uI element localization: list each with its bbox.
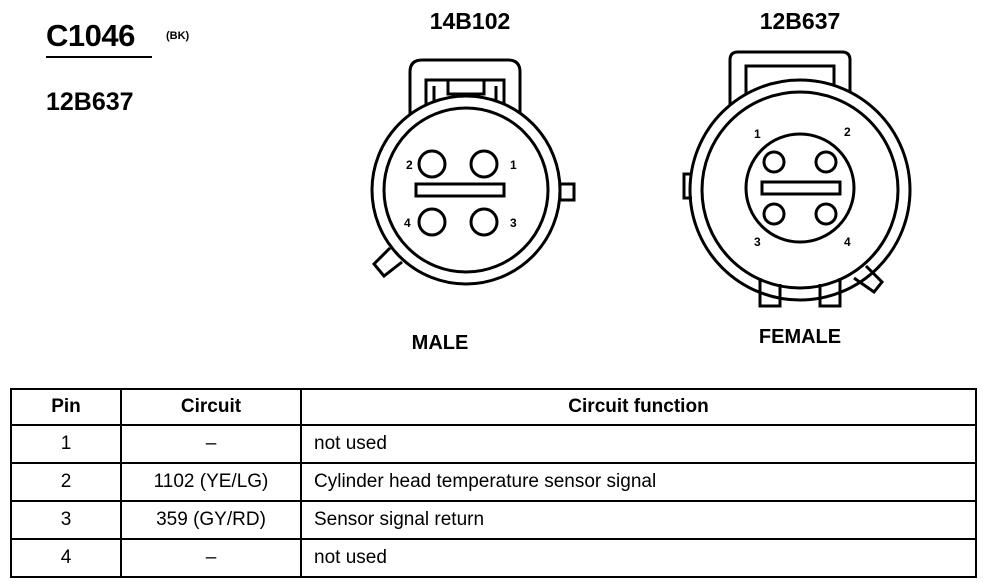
male-body-outer [370, 94, 562, 286]
cell-circuit: – [120, 538, 302, 578]
header-circuit-function: Circuit function [300, 388, 977, 426]
male-side-tab [558, 182, 576, 202]
female-center-bar [760, 180, 842, 196]
female-pin-4 [814, 202, 838, 226]
female-pin-label-1: 1 [754, 127, 761, 141]
header-pin: Pin [10, 388, 122, 426]
male-pin-label-1: 1 [510, 158, 517, 172]
male-latch-outline [408, 58, 522, 138]
cell-function: Sensor signal return [300, 500, 977, 540]
cell-pin: 2 [10, 462, 122, 502]
cell-circuit: 1102 (YE/LG) [120, 462, 302, 502]
male-body-inner [382, 106, 550, 274]
male-center-bar [414, 182, 506, 198]
cell-function: not used [300, 424, 977, 464]
male-pin-1 [469, 149, 499, 179]
cell-circuit: – [120, 424, 302, 464]
female-pin-3 [762, 202, 786, 226]
table-row: 3 359 (GY/RD) Sensor signal return [10, 500, 977, 540]
female-pin-label-3: 3 [754, 235, 761, 249]
female-foot-right [818, 278, 842, 308]
male-part-number: 14B102 [429, 8, 511, 34]
female-key [853, 264, 885, 295]
female-pin-1 [762, 150, 786, 174]
female-pin-label-2: 2 [844, 125, 851, 139]
female-pin-well [744, 132, 856, 244]
female-connector-diagram: 1 2 3 4 [682, 50, 912, 308]
table-header-row: Pin Circuit Circuit function [10, 388, 977, 426]
female-foot-left [758, 278, 782, 308]
cell-pin: 4 [10, 538, 122, 578]
female-pin-2 [814, 150, 838, 174]
male-pin-label-4: 4 [404, 216, 411, 230]
male-pin-label-3: 3 [510, 216, 517, 230]
cell-circuit: 359 (GY/RD) [120, 500, 302, 540]
table-row: 1 – not used [10, 424, 977, 464]
male-key [371, 246, 403, 279]
male-pin-4 [417, 207, 447, 237]
female-top-housing [728, 50, 852, 110]
table-row: 2 1102 (YE/LG) Cylinder head temperature… [10, 462, 977, 502]
male-latch-tab [446, 78, 486, 96]
connector-part-number: 12B637 [46, 88, 134, 116]
male-pin-label-2: 2 [406, 158, 413, 172]
male-label: MALE [411, 332, 469, 354]
header-circuit: Circuit [120, 388, 302, 426]
cell-function: not used [300, 538, 977, 578]
cell-pin: 3 [10, 500, 122, 540]
female-part-number: 12B637 [759, 8, 841, 34]
female-body-outer [688, 78, 912, 302]
connector-id: C1046 [46, 18, 135, 53]
female-left-tab [682, 172, 692, 200]
title-underline [46, 56, 152, 58]
female-label: FEMALE [758, 326, 842, 348]
female-body-inner [700, 90, 900, 290]
male-connector-diagram: 2 1 4 3 [370, 58, 576, 286]
color-code: (BK) [166, 30, 190, 42]
cell-pin: 1 [10, 424, 122, 464]
cell-function: Cylinder head temperature sensor signal [300, 462, 977, 502]
female-pin-label-4: 4 [844, 235, 851, 249]
male-pin-3 [469, 207, 499, 237]
table-row: 4 – not used [10, 538, 977, 578]
pin-table: Pin Circuit Circuit function 1 – not use… [10, 388, 977, 578]
male-pin-2 [417, 149, 447, 179]
